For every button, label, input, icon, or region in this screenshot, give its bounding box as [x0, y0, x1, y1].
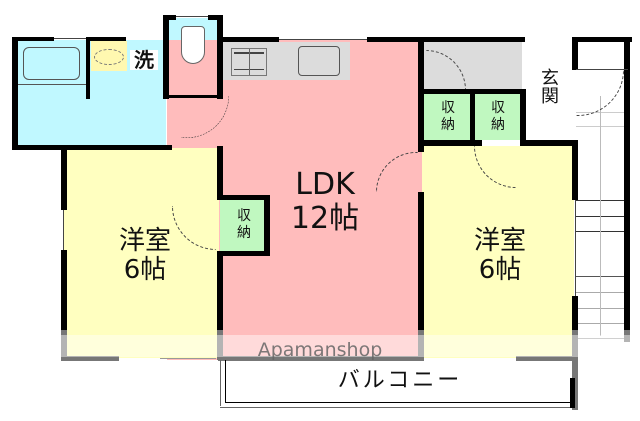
toilet-icon [181, 26, 205, 64]
storage-ldk-label: 収 納 [230, 208, 258, 242]
washroom-label: 洗 [130, 50, 158, 70]
storage-right-1-label: 収 納 [434, 100, 462, 134]
watermark-band [60, 335, 632, 357]
storage-right-2-line1: 収 [491, 100, 505, 116]
ldk-label-line2: 12帖 [290, 201, 360, 236]
storage-ldk-line1: 収 [237, 208, 251, 224]
storage-right-2-label: 収 納 [484, 100, 512, 134]
storage-right-1-line2: 納 [441, 116, 455, 133]
ldk-label: LDK 12帖 [270, 170, 380, 234]
western-left-line2: 6帖 [123, 255, 167, 285]
entrance-label: 玄 関 [537, 70, 563, 106]
entrance-line1: 玄 [541, 68, 559, 89]
balcony-label: バルコニー [337, 368, 463, 393]
ldk-label-line1: LDK [295, 167, 355, 202]
western-right-line1: 洋室 [473, 226, 526, 256]
western-right-line2: 6帖 [478, 255, 522, 285]
stove-icon [231, 48, 267, 76]
entrance-line2: 関 [541, 86, 559, 107]
kitchen-sink-icon [298, 46, 340, 76]
storage-right-2 [474, 92, 522, 140]
western-room-left-label: 洋室 6帖 [100, 228, 190, 283]
bathtub-icon [23, 47, 80, 80]
watermark-text: Apamanshop [257, 339, 383, 361]
western-room-left [64, 148, 219, 358]
storage-ldk [220, 198, 268, 252]
door-arc-entrance [576, 70, 624, 116]
storage-right-2-line2: 納 [491, 116, 505, 133]
storage-right-1 [424, 92, 474, 140]
storage-right-1-line1: 収 [441, 100, 455, 116]
wash-basin-icon [94, 49, 124, 65]
bathroom [16, 40, 90, 146]
storage-ldk-line2: 納 [237, 224, 251, 241]
western-room-right-label: 洋室 6帖 [455, 228, 545, 283]
western-left-line1: 洋室 [118, 226, 171, 256]
